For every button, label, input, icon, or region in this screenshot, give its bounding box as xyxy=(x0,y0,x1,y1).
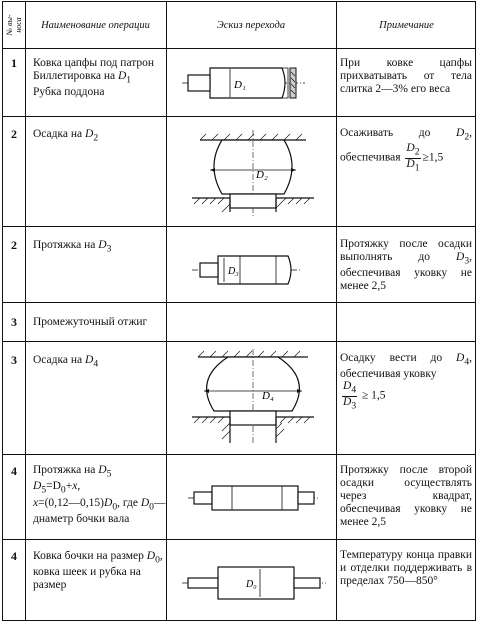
row-number: 2 xyxy=(11,238,17,252)
sketch-square-drawing xyxy=(170,460,336,536)
header-sketch: Эскиз перехода xyxy=(216,19,286,31)
sketch-billet: D₁ xyxy=(170,52,336,114)
row-divider xyxy=(3,454,475,455)
sketch-upsetting-2: D₄ xyxy=(170,345,336,451)
operation-text: Промежуточный отжиг xyxy=(33,316,148,328)
note-text: Температуру конца правки и отделки подде… xyxy=(340,549,472,587)
row-number: 2 xyxy=(11,127,17,141)
sketch-label: D₀ xyxy=(245,579,257,590)
note-text: Протяжку после второй осадки осуществлят… xyxy=(340,464,472,528)
operation-text: Ковка бочки на размер D0, ковка шеек и р… xyxy=(33,550,163,592)
header-operation: Наименование операции xyxy=(41,19,150,31)
col-divider xyxy=(336,2,337,620)
sketch-label: D₁ xyxy=(233,79,246,91)
row-number: 3 xyxy=(11,353,17,367)
operation-text: Протяжка на D3 xyxy=(33,239,112,255)
row-divider xyxy=(3,48,475,49)
header-num: № вы- носа xyxy=(5,14,23,36)
header-note: Примечание xyxy=(379,19,434,31)
sketch-barrel-forging: D₀ xyxy=(170,543,336,619)
row-divider xyxy=(3,116,475,117)
row-divider xyxy=(3,539,475,540)
row-number: 4 xyxy=(11,464,17,478)
col-divider xyxy=(25,2,26,620)
operation-text: Осадка на D4 xyxy=(33,354,99,370)
sketch-upsetting: D₂ xyxy=(170,120,336,224)
sketch-label: D₂ xyxy=(255,169,268,181)
sketch-label: D₄ xyxy=(261,390,274,402)
row-number: 1 xyxy=(11,56,17,70)
row-divider xyxy=(3,302,475,303)
sketch-drawing-out: D₃ xyxy=(170,232,336,298)
row-divider xyxy=(3,226,475,227)
sketch-label: D₃ xyxy=(227,266,239,277)
operation-text: Осадка на D2 xyxy=(33,128,99,144)
row-divider xyxy=(3,341,475,342)
note-text: При ковке цапфы прихватывать от тела сли… xyxy=(340,57,472,95)
row-number: 4 xyxy=(11,549,17,563)
note-text: Протяжку после осадки выполнять до D3, о… xyxy=(340,238,472,293)
row-number: 3 xyxy=(11,315,17,329)
col-divider xyxy=(166,2,167,620)
